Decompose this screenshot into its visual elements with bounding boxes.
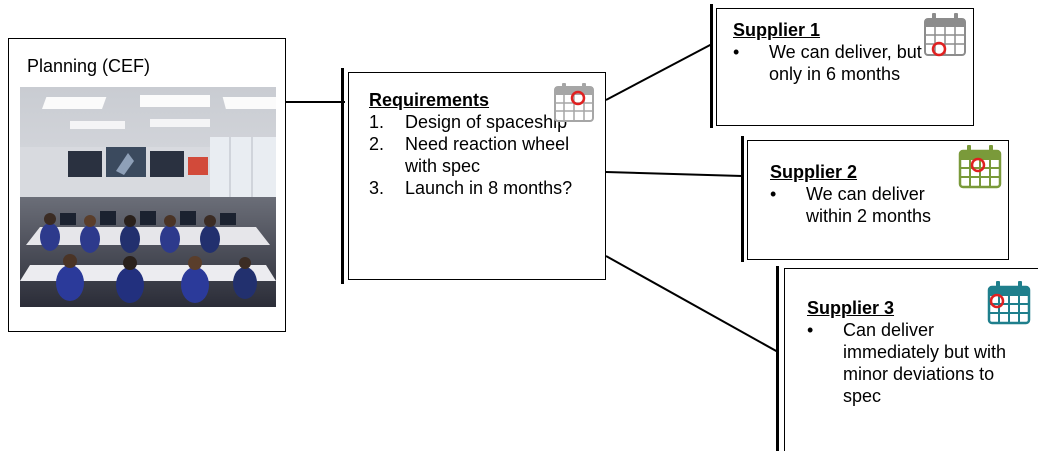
supplier-1-title: Supplier 1 [733,20,821,40]
supplier-3-content: Supplier 3 •Can deliver immediately but … [807,297,1007,407]
supplier-3-bullet: •Can deliver immediately but with minor … [807,320,1007,406]
supplier-3-title: Supplier 3 [807,298,895,318]
calendar-icon [924,13,966,57]
red-circle-marker [931,41,947,57]
supplier-1-content: Supplier 1 •We can deliver, but only in … [733,19,933,85]
red-circle-marker [970,157,986,173]
supplier-3-left-bar [776,266,779,451]
supplier-2-left-bar [741,136,744,262]
supplier-3-box: Supplier 3 •Can deliver immediately but … [784,268,1038,451]
planning-title: Planning (CEF) [27,56,151,76]
calendar-icon [554,83,594,122]
requirement-item: 1.Design of spaceship [369,112,568,132]
red-circle-marker [570,90,586,106]
red-circle-marker [989,293,1005,309]
control-room-photo [20,87,276,307]
requirements-title: Requirements [369,90,490,110]
supplier-1-left-bar [710,4,713,128]
supplier-2-bullet: •We can deliver within 2 months [770,184,932,226]
calendar-icon [987,281,1031,325]
requirements-box: Requirements 1.Design of spaceship 2.Nee… [348,72,606,280]
connector-requirements-supplier-1 [605,43,713,101]
requirements-left-bar [341,68,344,284]
requirement-item: 3.Launch in 8 months? [369,178,573,198]
calendar-icon [958,145,1002,189]
connector-requirements-supplier-3 [605,255,779,353]
supplier-2-box: Supplier 2 •We can deliver within 2 mont… [747,140,1009,260]
planning-box: Planning (CEF) [8,38,286,332]
supplier-2-content: Supplier 2 •We can deliver within 2 mont… [770,161,970,227]
requirements-content: Requirements 1.Design of spaceship 2.Nee… [369,89,591,199]
supplier-1-bullet: •We can deliver, but only in 6 months [733,42,922,84]
requirements-list: 1.Design of spaceship 2.Need reaction wh… [369,111,591,199]
connector-requirements-supplier-2 [605,171,743,177]
supplier-2-title: Supplier 2 [770,162,858,182]
supplier-1-box: Supplier 1 •We can deliver, but only in … [716,8,974,126]
requirement-item: 2.Need reaction wheel with spec [369,134,570,176]
